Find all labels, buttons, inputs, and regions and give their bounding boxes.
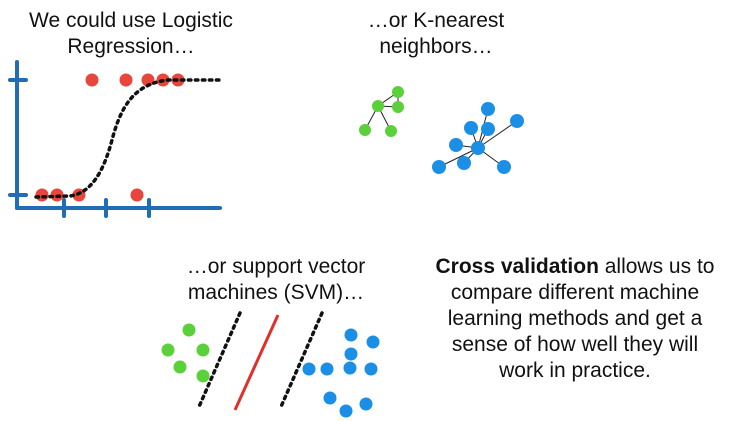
blue-point xyxy=(449,138,463,152)
svm-caption-line2: machines (SVM)… xyxy=(187,281,365,304)
red-point xyxy=(35,188,49,202)
knn-blue-edges xyxy=(438,108,518,168)
logistic-caption-line2: Regression… xyxy=(67,35,195,58)
knn-caption: …or K-nearest neighbors… xyxy=(336,8,536,60)
red-point xyxy=(85,73,99,87)
blue-point xyxy=(339,404,353,418)
red-point xyxy=(141,73,155,87)
green-point xyxy=(372,100,384,112)
blue-point xyxy=(359,397,373,411)
red-point xyxy=(119,73,133,87)
blue-point xyxy=(497,160,511,174)
logistic-caption-line1: We could use Logistic xyxy=(29,9,233,32)
blue-point xyxy=(344,347,358,361)
blue-point xyxy=(481,102,495,116)
cv-line1-rest: allows us to xyxy=(598,255,715,278)
green-point xyxy=(161,343,175,357)
green-point xyxy=(196,343,210,357)
green-point xyxy=(392,86,404,98)
blue-point xyxy=(320,362,334,376)
blue-point xyxy=(302,362,316,376)
blue-point xyxy=(344,328,358,342)
svm-margin-right xyxy=(278,311,324,411)
knn-blue-points xyxy=(432,102,524,174)
green-point xyxy=(182,323,196,337)
blue-point xyxy=(343,361,357,375)
blue-point xyxy=(432,160,446,174)
logistic-regression-plot xyxy=(8,60,224,218)
cv-line3: learning methods and get a xyxy=(447,307,703,330)
blue-point xyxy=(471,141,485,155)
sigmoid-curve xyxy=(34,78,224,199)
green-point xyxy=(196,369,210,383)
svm-illustration xyxy=(161,311,380,418)
cv-line2: compare different machine xyxy=(450,281,700,304)
green-point xyxy=(173,360,187,374)
blue-point xyxy=(457,156,471,170)
knn-caption-line2: neighbors… xyxy=(379,35,493,58)
knn-illustration xyxy=(359,86,524,174)
knn-caption-line1: …or K-nearest xyxy=(367,9,505,32)
svm-caption-line1: …or support vector xyxy=(186,255,366,278)
green-point xyxy=(359,124,371,136)
svm-margin-left xyxy=(196,311,242,411)
blue-point xyxy=(510,114,524,128)
cv-line1: Cross validation allows us to xyxy=(432,254,718,280)
blue-point xyxy=(323,391,337,405)
cv-line4: sense of how well they will xyxy=(451,333,699,356)
cv-bold-term: Cross validation xyxy=(435,255,599,278)
svm-decision-boundary xyxy=(233,314,280,411)
knn-green-points xyxy=(359,86,404,137)
svm-caption: …or support vector machines (SVM)… xyxy=(160,254,392,306)
logistic-regression-caption: We could use Logistic Regression… xyxy=(0,8,262,60)
logistic-axes xyxy=(8,60,222,218)
red-point xyxy=(130,188,144,202)
svm-blue-points xyxy=(302,328,380,418)
knn-green-edges xyxy=(364,91,399,132)
blue-point xyxy=(366,335,380,349)
blue-point xyxy=(464,121,478,135)
svm-green-points xyxy=(161,323,210,383)
cross-validation-text: Cross validation allows us to compare di… xyxy=(432,254,718,384)
green-point xyxy=(392,101,404,113)
cv-line5: work in practice. xyxy=(499,359,651,382)
blue-point xyxy=(364,362,378,376)
green-point xyxy=(385,125,397,137)
blue-point xyxy=(481,122,495,136)
